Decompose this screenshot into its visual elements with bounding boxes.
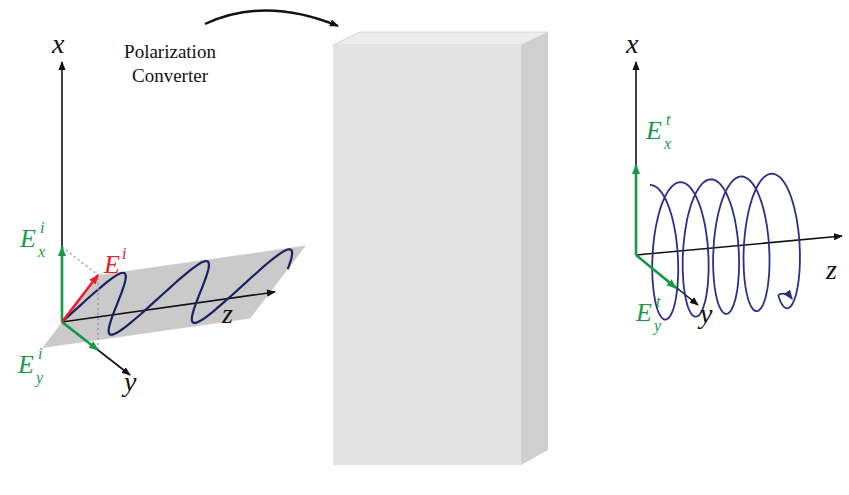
x-axis <box>635 62 637 255</box>
field-symbol: E <box>20 226 36 252</box>
superscript: i <box>122 246 126 262</box>
callout-caption: Polarization Converter <box>110 40 230 88</box>
leader-arrow <box>205 10 338 26</box>
axis-name: y <box>700 300 712 328</box>
rotation-arrow <box>778 294 792 299</box>
x-axis <box>61 62 63 322</box>
field-symbol: E <box>104 252 120 278</box>
slab-side <box>521 32 548 465</box>
e-field-arrow <box>62 275 98 322</box>
axis-name: z <box>222 300 233 328</box>
axis-name: x <box>626 30 638 58</box>
subscript: x <box>38 244 45 260</box>
superscript: t <box>656 294 660 310</box>
axis-name: x <box>52 30 64 58</box>
axis-name: z <box>826 256 837 284</box>
ex-component-arrow <box>635 165 638 255</box>
subscript: y <box>654 318 661 334</box>
superscript: t <box>666 112 670 128</box>
circular-wave <box>650 174 800 320</box>
z-axis <box>62 292 275 322</box>
slab-front <box>333 45 521 465</box>
projection-line <box>97 275 98 350</box>
field-symbol: E <box>636 300 652 326</box>
polarization-plane <box>42 246 306 348</box>
subscript: x <box>664 136 671 152</box>
ey-component-arrow <box>636 255 676 288</box>
linear-wave <box>62 249 292 334</box>
ex-component-arrow <box>61 247 64 322</box>
superscript: i <box>38 346 42 362</box>
subscript: y <box>36 370 43 386</box>
axis-name: y <box>124 368 136 396</box>
superscript: i <box>40 220 44 236</box>
field-symbol: E <box>18 352 34 378</box>
slab-top <box>333 32 548 45</box>
field-symbol: E <box>646 118 662 144</box>
projection-line <box>62 247 98 275</box>
y-axis <box>636 255 698 305</box>
ey-component-arrow <box>62 322 98 350</box>
